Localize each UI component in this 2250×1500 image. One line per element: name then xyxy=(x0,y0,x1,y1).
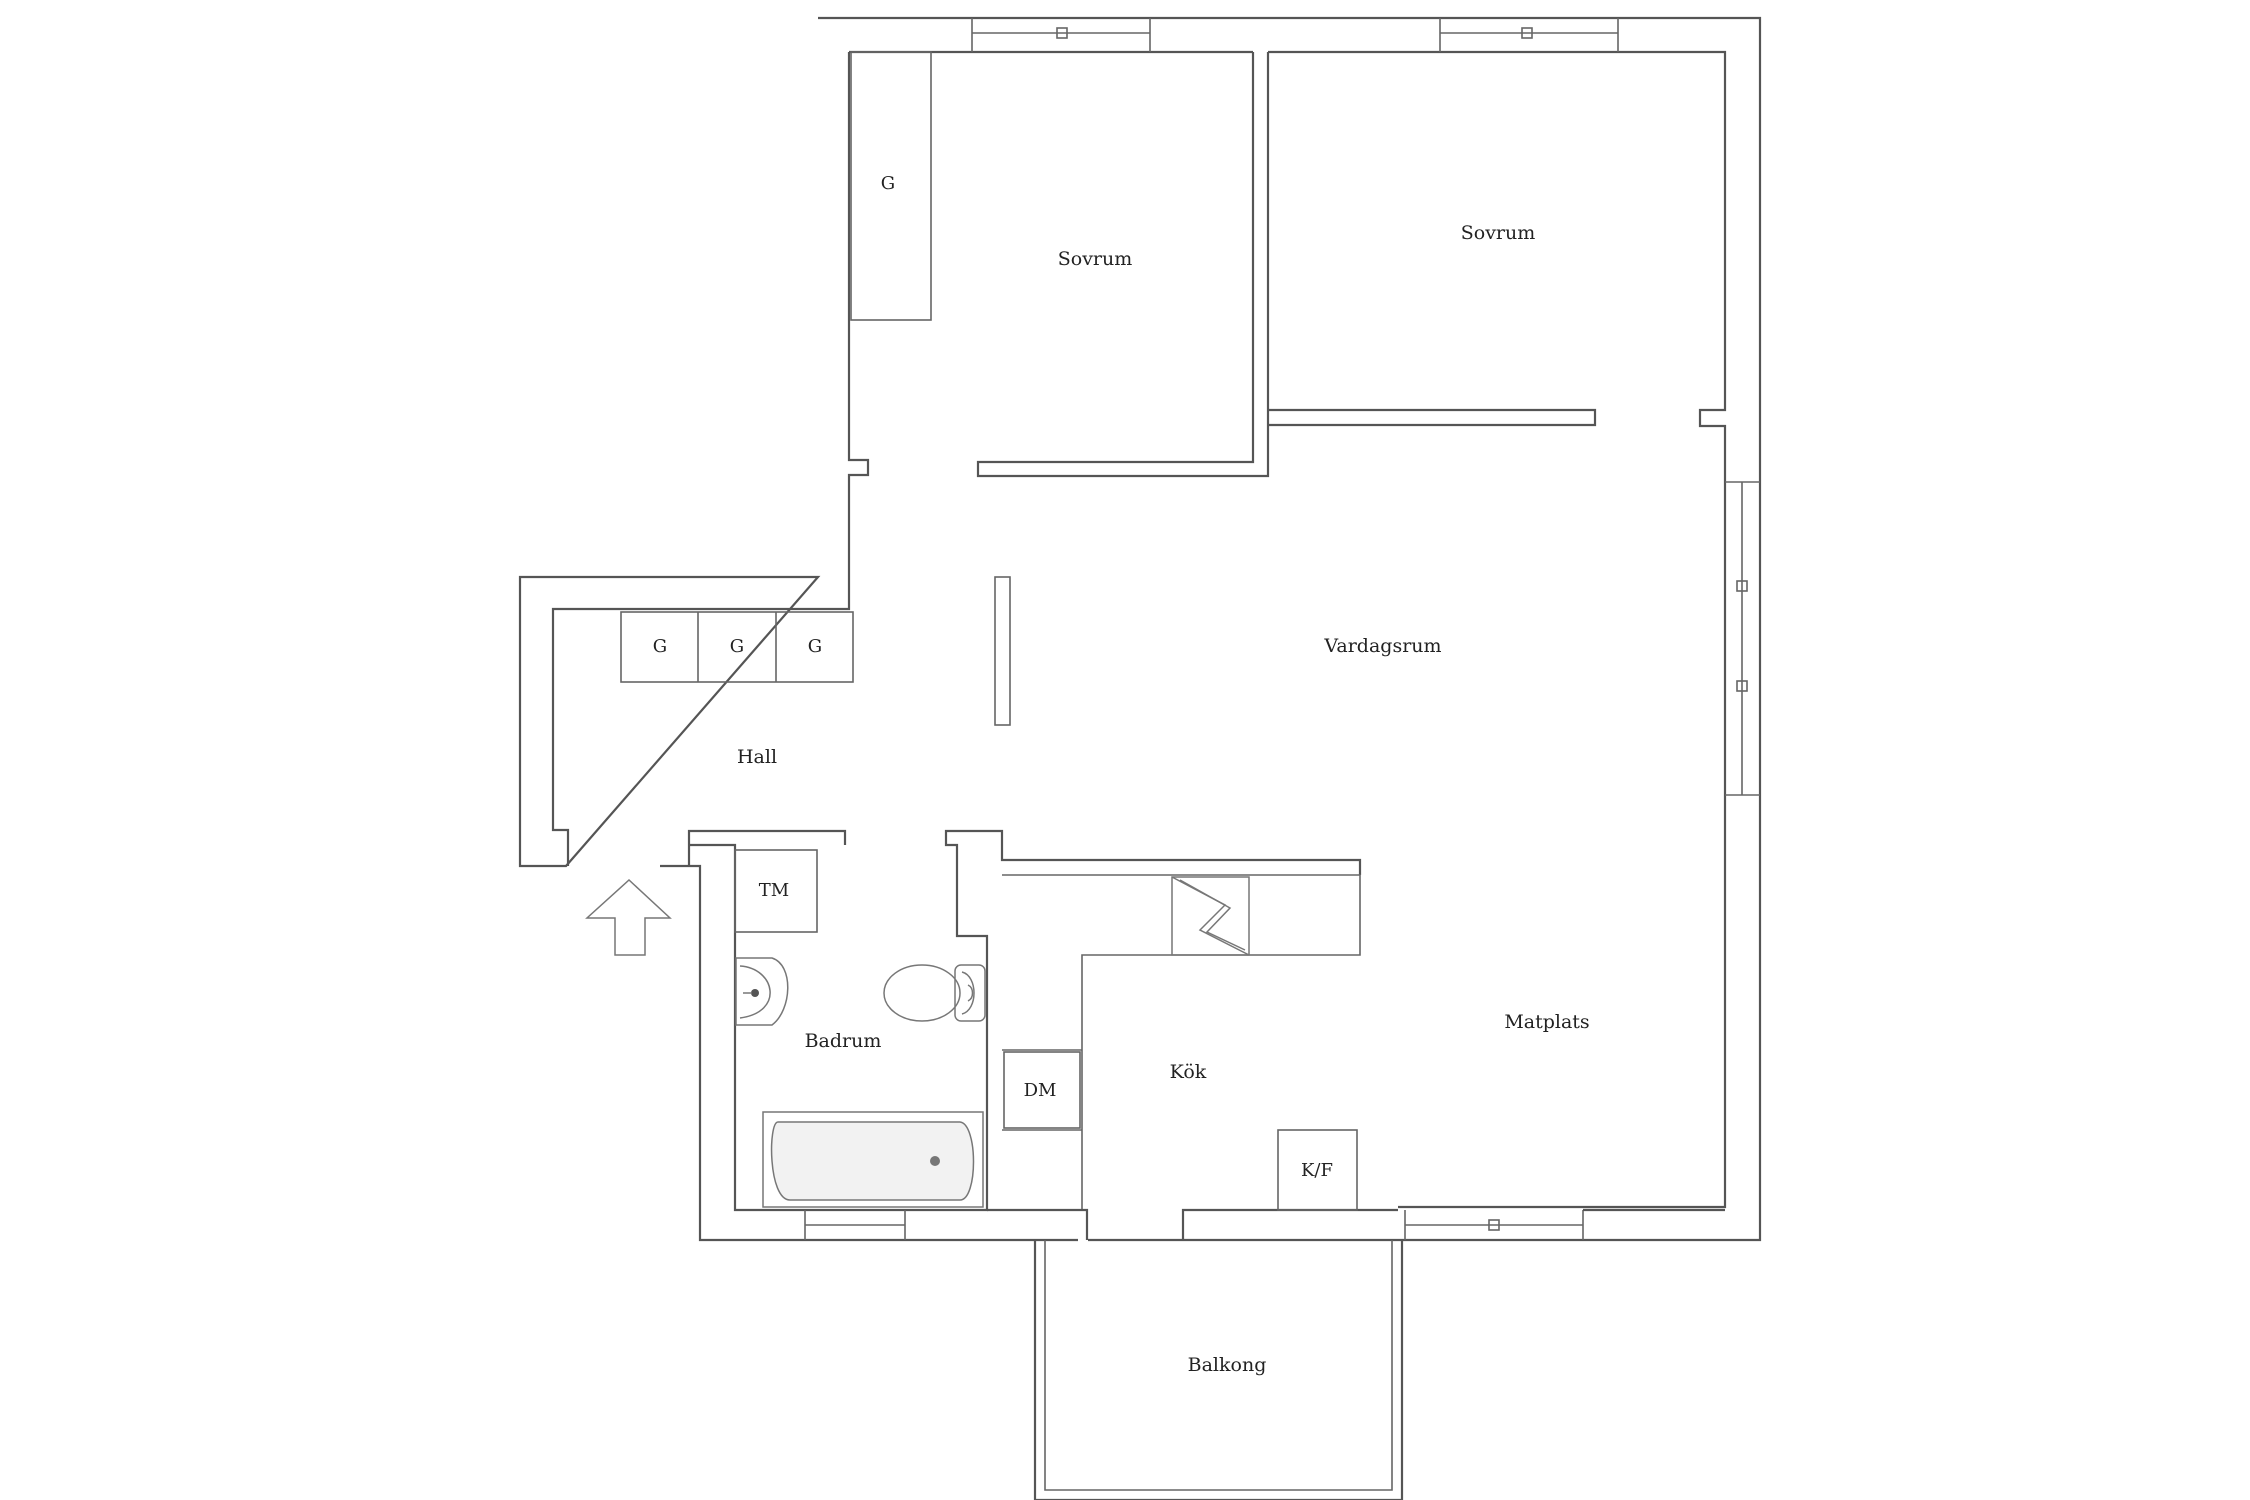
bedroom-walls xyxy=(850,51,1597,726)
stove-icon xyxy=(1171,876,1250,956)
sink-icon xyxy=(735,957,789,1026)
room-label-bedroom-2: Sovrum xyxy=(1461,222,1536,244)
balcony xyxy=(1033,1240,1404,1500)
interior-walls xyxy=(620,611,1725,1240)
outer-walls xyxy=(518,16,1762,1242)
toilet-icon xyxy=(883,964,986,1022)
dishwasher-label: DM xyxy=(1024,1080,1057,1101)
wardrobe-label-hall-1: G xyxy=(653,636,667,657)
wardrobe-label-hall-3: G xyxy=(808,636,822,657)
room-label-kitchen: Kök xyxy=(1170,1061,1207,1083)
room-label-bedroom-1: Sovrum xyxy=(1058,248,1133,270)
room-label-bathroom: Badrum xyxy=(805,1030,882,1052)
washing-machine-label: TM xyxy=(759,880,789,901)
entrance-arrow-icon xyxy=(585,878,672,956)
wardrobe-label-bedroom: G xyxy=(881,173,895,194)
wardrobe-label-hall-2: G xyxy=(730,636,744,657)
room-label-dining: Matplats xyxy=(1504,1011,1589,1033)
room-label-balcony: Balkong xyxy=(1188,1354,1267,1376)
room-label-hall: Hall xyxy=(737,746,777,768)
bathtub-icon xyxy=(762,1111,984,1208)
room-label-living-room: Vardagsrum xyxy=(1323,635,1441,657)
fridge-freezer-label: K/F xyxy=(1301,1160,1333,1181)
